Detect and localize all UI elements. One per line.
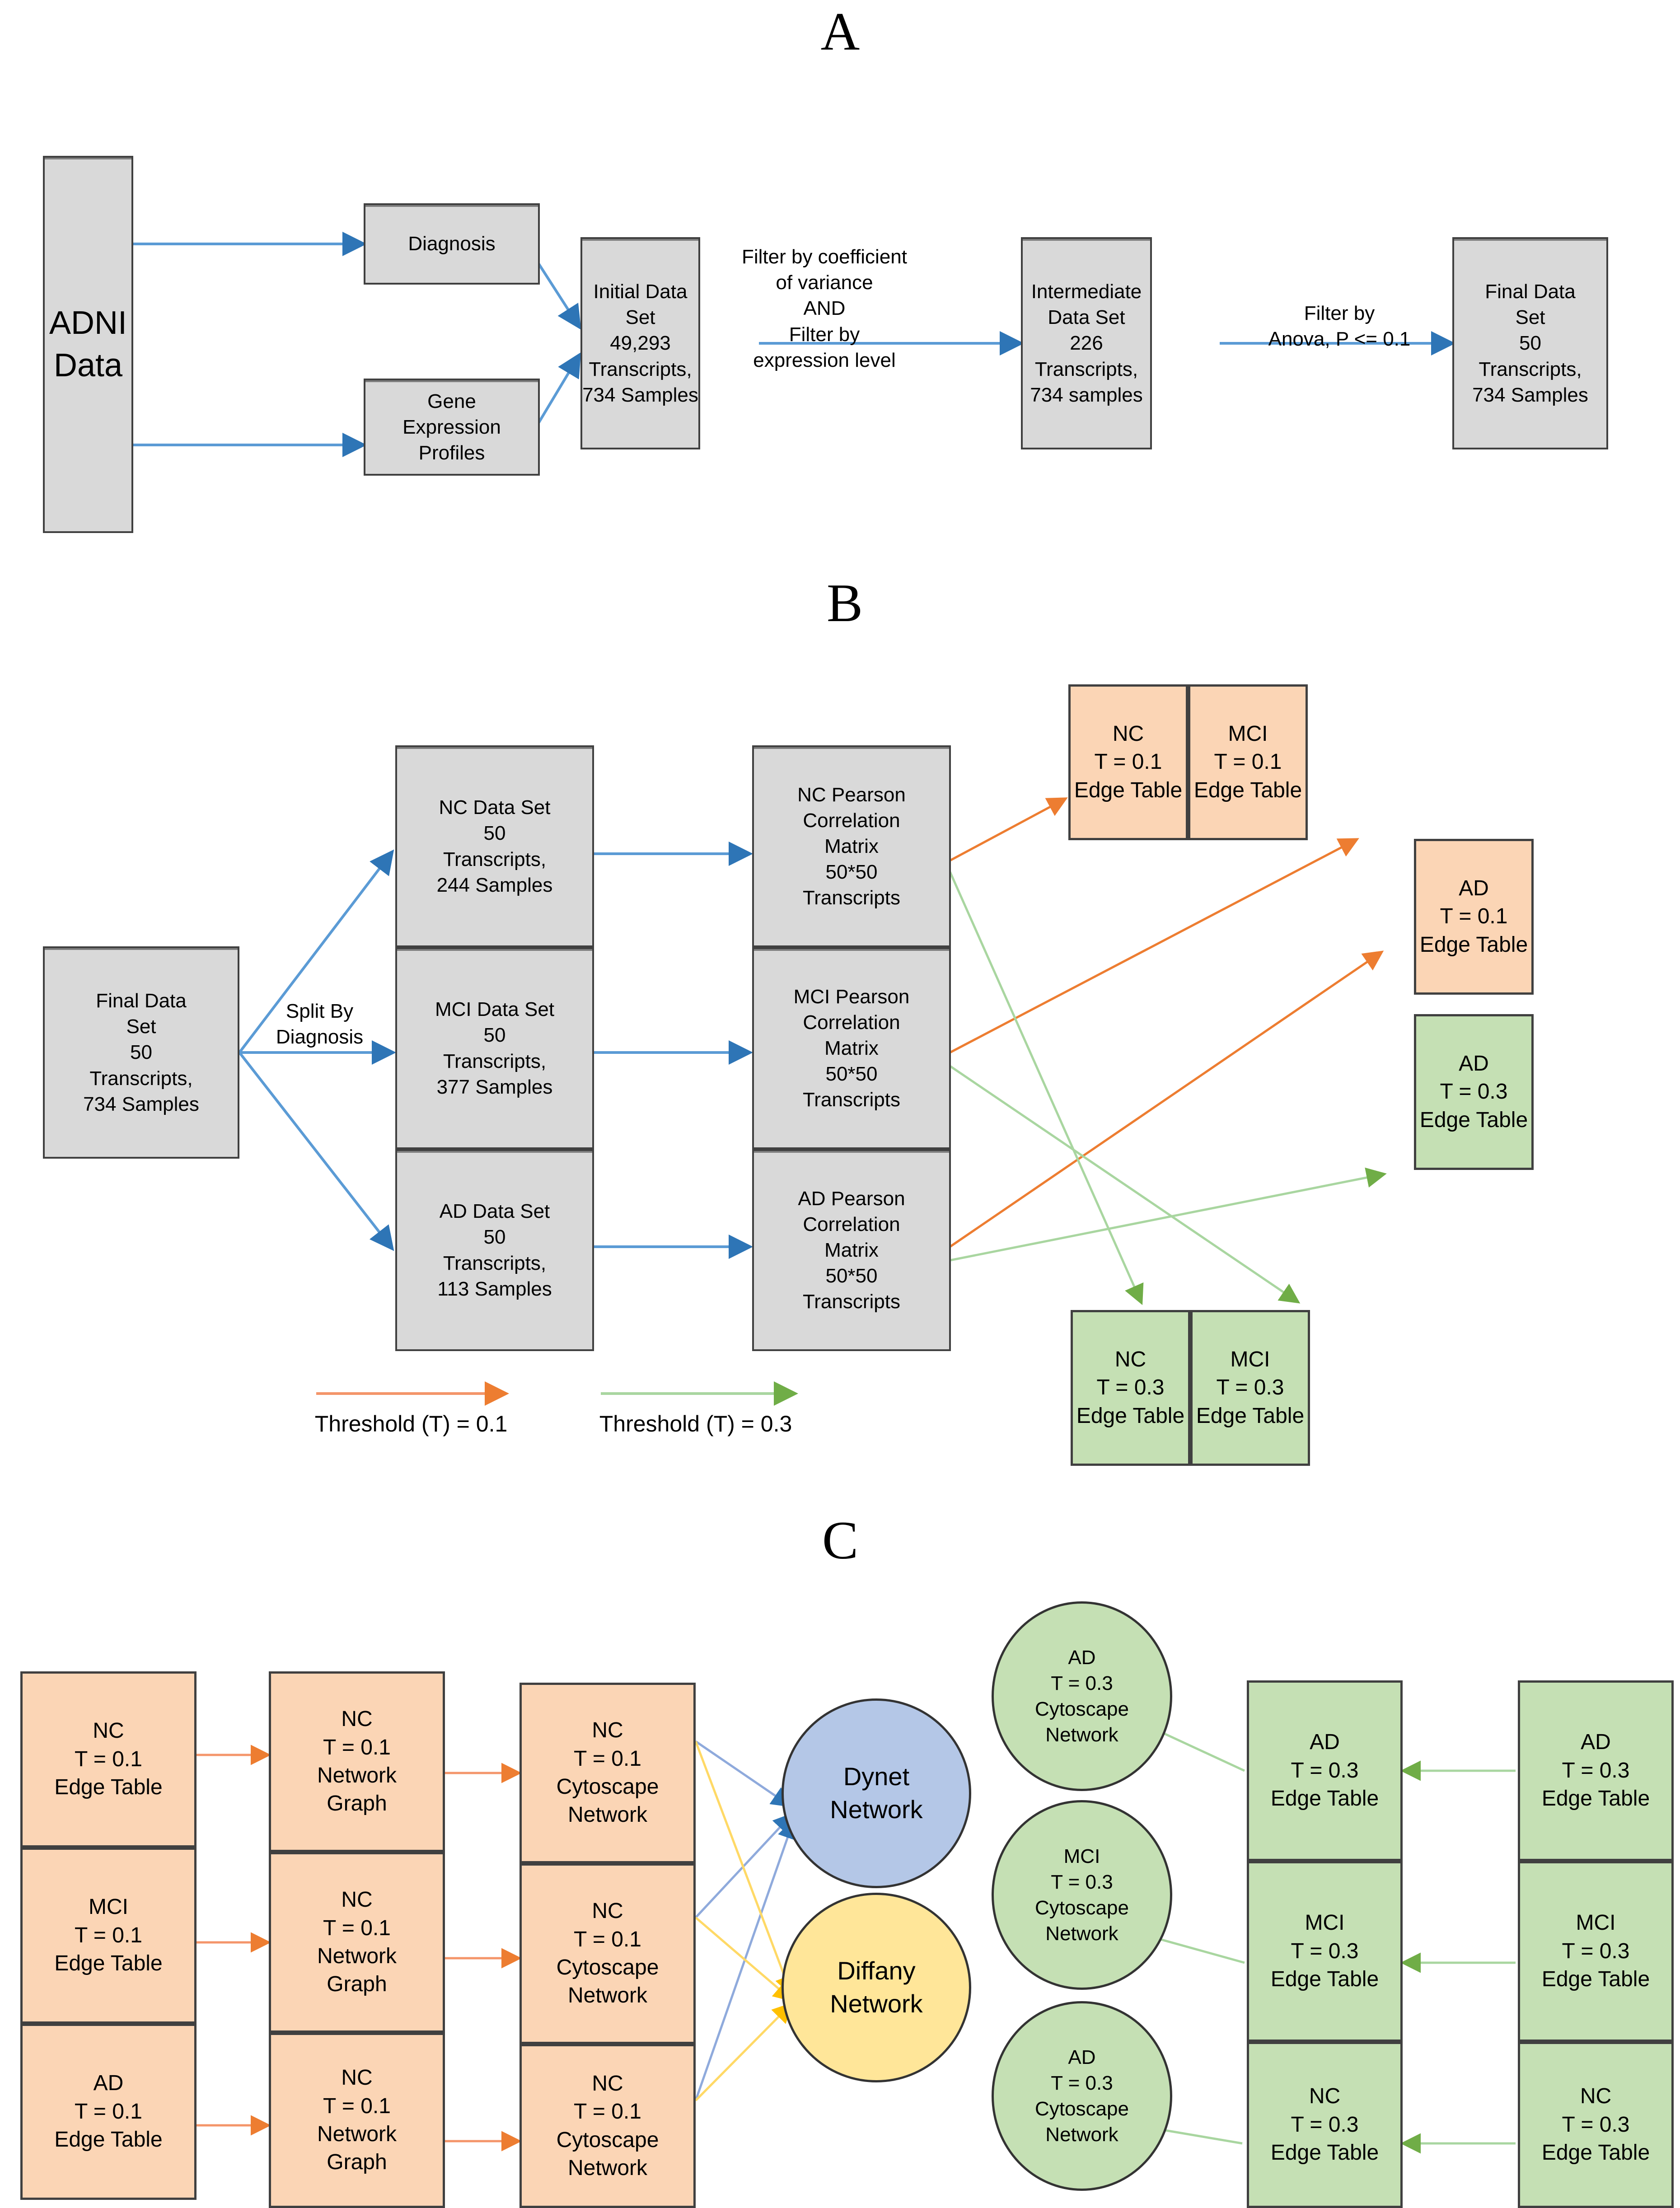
nc-edge-table-t03-box: NC T = 0.3 Edge Table [1071, 1310, 1190, 1466]
filter-anova-label: Filter by Anova, P <= 0.1 [1268, 302, 1411, 351]
ad-edge-table-t03-box: AD T = 0.3 Edge Table [1414, 1014, 1534, 1170]
c-col1-ad-edge-table: AD T = 0.1 Edge Table [20, 2024, 197, 2200]
mci-data-set-box: MCI Data Set 50 Transcripts, 377 Samples [395, 947, 594, 1149]
nc-pearson-matrix-box: NC Pearson Correlation Matrix 50*50 Tran… [752, 745, 951, 947]
c-col5-mci-edge-table: MCI T = 0.3 Edge Table [1247, 1861, 1403, 2042]
c-col2-network-graph-1: NC T = 0.1 Network Graph [269, 1671, 445, 1852]
panel-label-b: B [826, 573, 863, 633]
c-col3-cytoscape-network-2: NC T = 0.1 Cytoscape Network [519, 1863, 696, 2044]
final-data-set-box-b: Final Data Set 50 Transcripts, 734 Sampl… [43, 946, 239, 1159]
ad-data-set-box: AD Data Set 50 Transcripts, 113 Samples [395, 1149, 594, 1351]
adni-data-box: ADNI Data [43, 156, 133, 533]
c-col6-mci-edge-table: MCI T = 0.3 Edge Table [1518, 1861, 1674, 2042]
c-circle-ad-cytoscape-2: AD T = 0.3 Cytoscape Network [992, 2001, 1172, 2191]
diagnosis-box: Diagnosis [364, 203, 540, 285]
c-col1-mci-edge-table: MCI T = 0.1 Edge Table [20, 1848, 197, 2024]
c-col3-cytoscape-network-3: NC T = 0.1 Cytoscape Network [519, 2044, 696, 2208]
mci-edge-table-t03-box: MCI T = 0.3 Edge Table [1190, 1310, 1310, 1466]
initial-data-set-box: Initial Data Set 49,293 Transcripts, 734… [580, 237, 700, 449]
filter-coefficient-label: Filter by coefficient of variance AND Fi… [741, 246, 907, 371]
diffany-network-circle: Diffany Network [782, 1893, 971, 2082]
c-col2-network-graph-2: NC T = 0.1 Network Graph [269, 1852, 445, 2033]
c-circle-mci-cytoscape: MCI T = 0.3 Cytoscape Network [992, 1800, 1172, 1990]
legend-threshold-01-label: Threshold (T) = 0.1 [314, 1411, 508, 1436]
c-circle-ad-cytoscape-1: AD T = 0.3 Cytoscape Network [992, 1601, 1172, 1791]
panel-label-c: C [822, 1510, 859, 1570]
legend-threshold-03-label: Threshold (T) = 0.3 [599, 1411, 792, 1436]
c-col3-cytoscape-network-1: NC T = 0.1 Cytoscape Network [519, 1683, 696, 1863]
split-by-diagnosis-label: Split By Diagnosis [276, 1000, 364, 1048]
panel-label-a: A [820, 1, 860, 61]
c-col6-ad-edge-table: AD T = 0.3 Edge Table [1518, 1680, 1674, 1861]
c-col5-ad-edge-table: AD T = 0.3 Edge Table [1247, 1680, 1403, 1861]
ad-edge-table-t01-box: AD T = 0.1 Edge Table [1414, 839, 1534, 995]
c-col1-nc-edge-table: NC T = 0.1 Edge Table [20, 1671, 197, 1848]
nc-edge-table-t01-box: NC T = 0.1 Edge Table [1068, 684, 1188, 840]
mci-pearson-matrix-box: MCI Pearson Correlation Matrix 50*50 Tra… [752, 947, 951, 1149]
intermediate-data-set-box: Intermediate Data Set 226 Transcripts, 7… [1021, 237, 1152, 449]
nc-data-set-box: NC Data Set 50 Transcripts, 244 Samples [395, 745, 594, 947]
ad-pearson-matrix-box: AD Pearson Correlation Matrix 50*50 Tran… [752, 1149, 951, 1351]
dynet-network-circle: Dynet Network [782, 1698, 971, 1888]
final-data-set-box-a: Final Data Set 50 Transcripts, 734 Sampl… [1452, 237, 1608, 449]
c-col6-nc-edge-table: NC T = 0.3 Edge Table [1518, 2042, 1674, 2208]
c-col5-nc-edge-table: NC T = 0.3 Edge Table [1247, 2042, 1403, 2208]
gene-expression-box: Gene Expression Profiles [364, 379, 540, 476]
c-col2-network-graph-3: NC T = 0.1 Network Graph [269, 2033, 445, 2208]
mci-edge-table-t01-box: MCI T = 0.1 Edge Table [1188, 684, 1308, 840]
